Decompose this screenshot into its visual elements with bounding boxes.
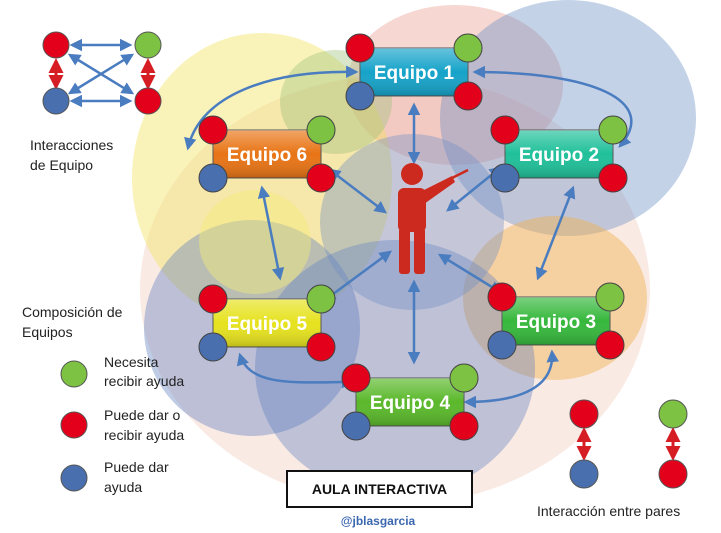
team-box-shading (213, 299, 321, 347)
red-dot (198, 115, 228, 145)
green-dot (134, 31, 162, 59)
center-title: AULA INTERACTIVA (312, 481, 447, 497)
arrow-teacher-team6 (328, 168, 387, 214)
teams: Equipo 1 Equipo 2 Equipo 3 Equipo 4 Equipo 5… (198, 33, 628, 441)
arrow-team3-team4 (463, 349, 559, 409)
arrow-team2-team3 (535, 185, 576, 281)
bubble-yellow-small (199, 190, 311, 294)
red-dot (134, 87, 162, 115)
green-dot (306, 284, 336, 314)
arrow-team1-team6 (184, 65, 359, 151)
arrow-teacher-team5 (322, 250, 393, 302)
team-3: Equipo 3 (487, 282, 625, 360)
green-dot (658, 399, 688, 429)
team-box-shading (360, 48, 468, 96)
legend-blue-dot (60, 464, 88, 492)
blue-dot (198, 163, 228, 193)
red-dot (490, 115, 520, 145)
arrow-teacher-team3 (437, 253, 503, 294)
team-box-shading (502, 297, 610, 345)
team-1: Equipo 1 (345, 33, 483, 111)
red-dot (345, 33, 375, 63)
red-dot (569, 399, 599, 429)
blue-dot (490, 163, 520, 193)
author-handle: @jblasgarcia (341, 514, 416, 528)
center-title-box: AULA INTERACTIVA (286, 470, 473, 508)
green-dot (449, 363, 479, 393)
red-dot (453, 81, 483, 111)
red-dot (598, 163, 628, 193)
team-box-shading (213, 130, 321, 178)
red-dot (341, 363, 371, 393)
green-dot (598, 115, 628, 145)
team-label: Equipo 3 (516, 312, 596, 333)
pair-interaction-label: Interacción entre pares (537, 503, 680, 519)
team-composition-label: Composición de Equipos (22, 304, 126, 340)
team-label: Equipo 2 (519, 145, 599, 166)
arrow-team5-team4 (236, 352, 355, 389)
blue-dot (487, 330, 517, 360)
red-dot (658, 459, 688, 489)
red-dot (42, 31, 70, 59)
team-label: Equipo 1 (374, 63, 455, 84)
arrow-diagonal-2 (67, 53, 135, 95)
team-5: Equipo 5 (198, 284, 336, 362)
blue-dot (341, 411, 371, 441)
team-box-shading (505, 130, 613, 178)
green-dot (306, 115, 336, 145)
team-label: Equipo 6 (227, 145, 307, 166)
green-dot (595, 282, 625, 312)
teacher-pointing-icon (398, 163, 469, 274)
red-dot (487, 282, 517, 312)
blue-dot (345, 81, 375, 111)
red-dot (595, 330, 625, 360)
team-box-shading (356, 378, 464, 426)
red-dot (306, 163, 336, 193)
team-interactions-label: Interacciones de Equipo (30, 137, 117, 173)
red-dot (449, 411, 479, 441)
legend-green-dot (60, 360, 88, 388)
pair-interaction-diagram (569, 399, 688, 489)
team-2: Equipo 2 (490, 115, 628, 193)
red-dot (306, 332, 336, 362)
arrow-team1-team2 (472, 65, 633, 148)
red-dot (198, 284, 228, 314)
arrow-team6-team5 (257, 185, 285, 281)
team-label: Equipo 5 (227, 314, 308, 335)
team-arrows (184, 65, 633, 409)
team-4: Equipo 4 (341, 363, 479, 441)
team-6: Equipo 6 (198, 115, 336, 193)
green-dot (453, 33, 483, 63)
blue-dot (569, 459, 599, 489)
team-interactions-mini-diagram (42, 31, 162, 115)
team-label: Equipo 4 (370, 393, 451, 414)
legend-red-dot (60, 411, 88, 439)
blue-dot (42, 87, 70, 115)
blue-dot (198, 332, 228, 362)
